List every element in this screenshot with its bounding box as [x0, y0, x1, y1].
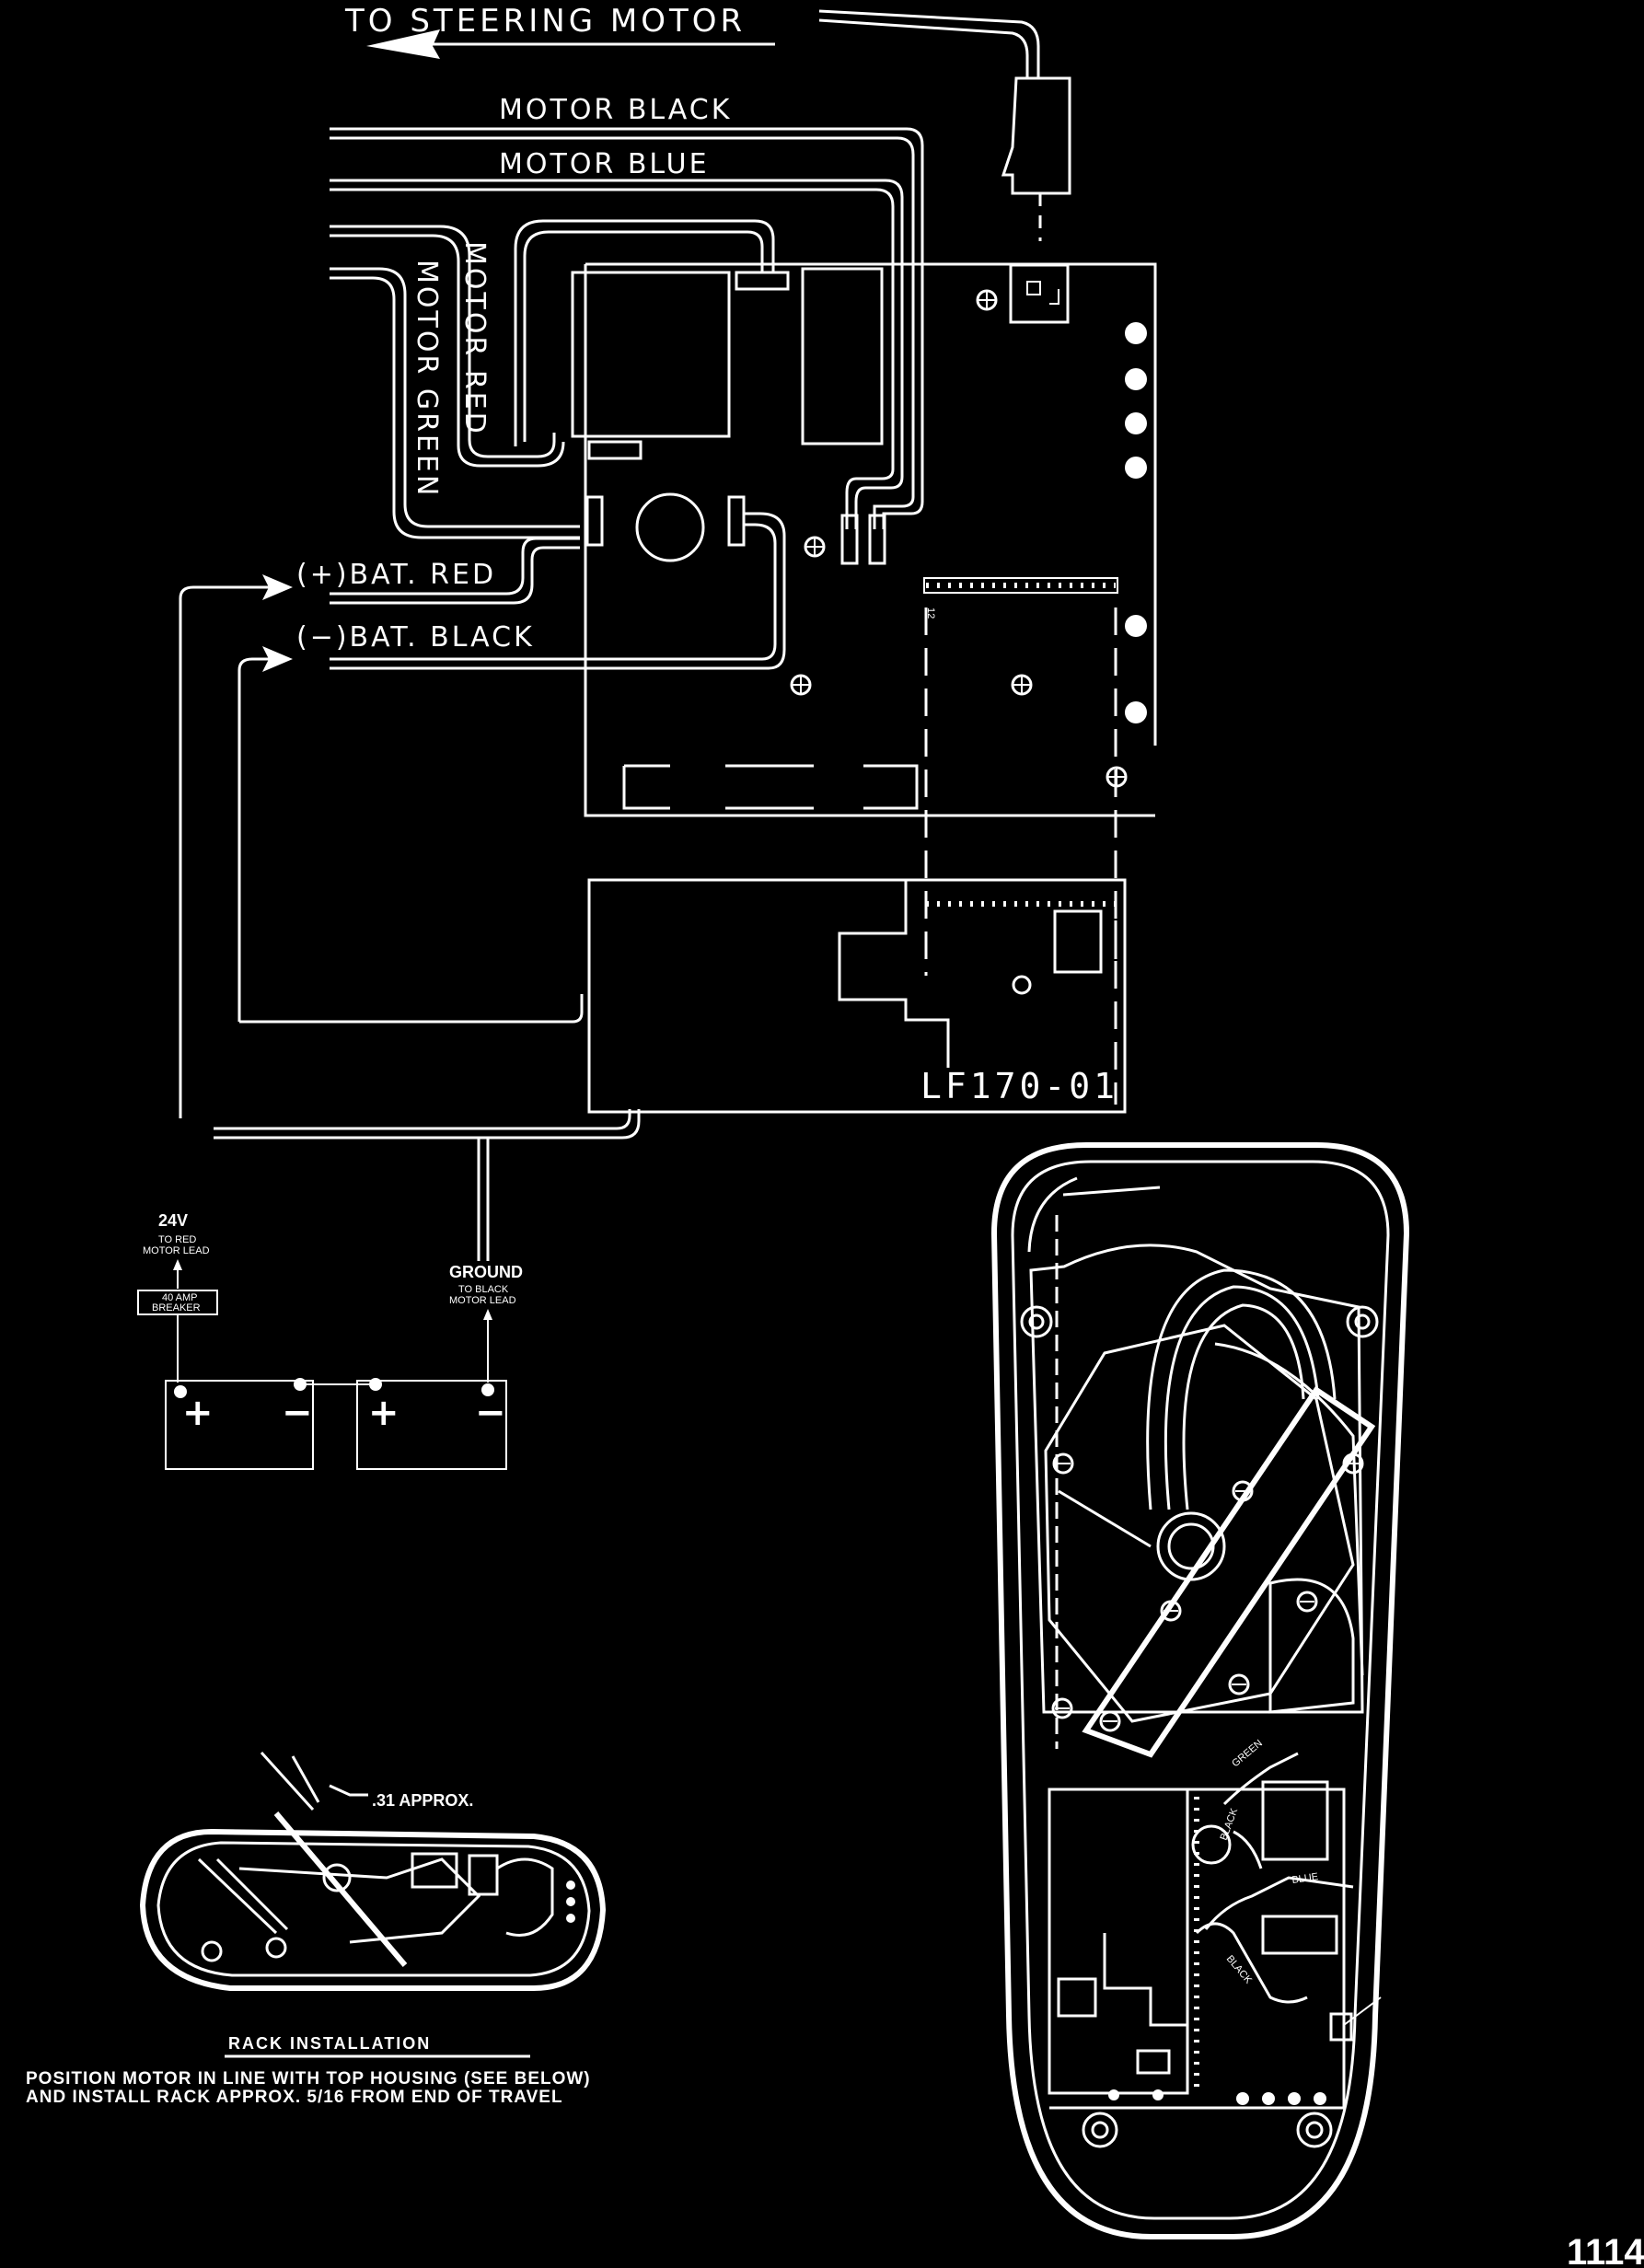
rack-installation: .31 APPROX. RACK INSTALLATION POSITION M…	[26, 1751, 607, 2107]
screw-icon	[1020, 1305, 1053, 1338]
relay	[1261, 1780, 1329, 1861]
rack-note-1: POSITION MOTOR IN LINE WITH TOP HOUSING …	[26, 2069, 591, 2089]
motor-green-label: MOTOR GREEN	[411, 260, 443, 498]
motor-lead-label: MOTOR LEAD	[143, 1245, 210, 1256]
lower-board: LF170-01	[587, 878, 1127, 1114]
bat-red-label: (+)BAT. RED	[296, 559, 496, 591]
board-pin-label: 12	[925, 608, 936, 619]
green-wire-label: GREEN	[1230, 1738, 1265, 1769]
top-housing-view: GREEN BLACK BLUE BLACK	[990, 1142, 1410, 2239]
motor-wires: MOTOR BLACK MOTOR BLUE MOTOR RED MOTOR G…	[330, 94, 924, 539]
breaker-label-1: 40 AMP	[162, 1292, 198, 1303]
arrow-left-icon	[366, 29, 440, 59]
to-black-label: TO BLACK	[458, 1284, 509, 1295]
relay-1	[571, 271, 731, 438]
motor-lead-label-2: MOTOR LEAD	[449, 1295, 516, 1306]
screw-icon	[790, 674, 812, 696]
steering-motor-lead: TO STEERING MOTOR	[344, 3, 1071, 324]
housing-board	[1048, 1788, 1189, 2095]
to-red-label: TO RED	[158, 1234, 196, 1245]
battery-voltage-label: 24V	[158, 1211, 188, 1230]
screw-icon	[1082, 2112, 1118, 2148]
arrow-right-icon	[262, 646, 293, 672]
control-board: 12	[571, 262, 1157, 976]
bat-black-label: (−)BAT. BLACK	[296, 621, 535, 654]
rack-housing	[139, 1828, 607, 1991]
plus-sign: +	[182, 1392, 214, 1434]
battery-schematic: 24V TO RED MOTOR LEAD 40 AMP BREAKER GRO…	[137, 1211, 523, 1470]
motor-red-label: MOTOR RED	[458, 241, 491, 436]
minus-sign: −	[475, 1392, 506, 1434]
relay-2	[801, 267, 884, 446]
arrow-right-icon	[262, 574, 293, 600]
plus-sign: +	[368, 1392, 399, 1434]
battery-leads: (+)BAT. RED (−)BAT. BLACK	[179, 512, 786, 1261]
motor-black-label: MOTOR BLACK	[499, 94, 732, 126]
rack-bar	[1082, 1385, 1376, 1758]
capacitor	[635, 492, 705, 562]
housing-outline	[990, 1142, 1410, 2239]
ground-label: GROUND	[449, 1263, 523, 1281]
page-number: 1114	[1567, 2232, 1644, 2268]
minus-sign: −	[282, 1392, 313, 1434]
battery-2	[356, 1380, 507, 1470]
black2-wire-label: BLACK	[1224, 1953, 1255, 1986]
screw-icon	[1011, 674, 1033, 696]
to-steering-motor-label: TO STEERING MOTOR	[344, 3, 746, 40]
screw-icon	[1346, 1305, 1379, 1338]
blue-wire-label: BLUE	[1291, 1871, 1319, 1886]
motor-blue-label: MOTOR BLUE	[499, 148, 710, 180]
rack-title: RACK INSTALLATION	[228, 2034, 431, 2053]
black-wire-label: BLACK	[1219, 1806, 1241, 1842]
approx-label: .31 APPROX.	[372, 1791, 473, 1810]
screw-icon	[804, 536, 826, 558]
board-code-label: LF170-01	[920, 1066, 1118, 1106]
breaker-label-2: BREAKER	[152, 1302, 201, 1313]
screw-icon	[976, 289, 998, 311]
battery-1	[165, 1380, 314, 1470]
rack-note-2: AND INSTALL RACK APPROX. 5/16 FROM END O…	[26, 2088, 563, 2107]
screw-icon	[1296, 2112, 1333, 2148]
